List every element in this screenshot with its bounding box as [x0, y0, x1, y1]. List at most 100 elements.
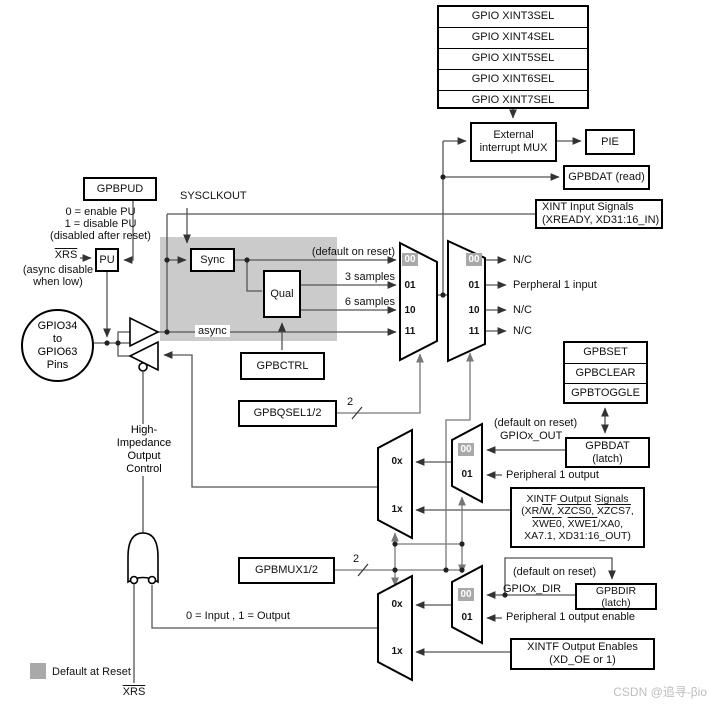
xintf-output-signals-line2: (XR/W, XZCS0, XZCS7, [521, 505, 634, 517]
qualmux-ch-01: 01 [404, 280, 416, 291]
input-select-demux [447, 239, 486, 363]
async-disable-note-1: (async disable [22, 264, 94, 276]
demux-out-peripheral1-input: Perpheral 1 input [513, 279, 597, 291]
gpbqsel-label: GPBQSEL1/2 [253, 407, 322, 419]
outsrcmux-ch-00-default: 00 [458, 443, 474, 456]
peripheral1-output-enable-label: Peripheral 1 output enable [506, 611, 636, 623]
gpbdat-read-box: GPBDAT (read) [563, 165, 650, 190]
sync-label: Sync [200, 253, 225, 266]
pu-note-2: 1 = disable PU [64, 218, 137, 230]
pins-line1: GPIO34 [37, 319, 78, 332]
outmux-ch-1x: 1x [391, 504, 403, 515]
qualmux-ch-11: 11 [404, 326, 416, 337]
default-on-reset-dir-label: (default on reset) [513, 566, 597, 578]
gpbdat-latch-box: GPBDAT (latch) [565, 437, 650, 468]
pins-line2: to [52, 332, 63, 345]
xintf-output-signals-title: XINTF Output Signals [526, 492, 629, 505]
default-at-reset-swatch [30, 663, 46, 679]
dirsrcmux-ch-00-default: 00 [458, 588, 474, 601]
qualification-mux [399, 241, 438, 362]
xintsel-register-stack: GPIO XINT3SEL GPIO XINT4SEL GPIO XINT5SE… [437, 5, 589, 109]
dirsrcmux-ch-01: 01 [461, 612, 473, 623]
xintf-output-signals-line3: XWE0, XWE1/XA0, [531, 517, 624, 530]
xint-input-signals-line1: XINT Input Signals [542, 201, 634, 213]
async-disable-note-2: when low) [33, 276, 83, 288]
gpbdir-latch-box: GPBDIR (latch) [575, 583, 657, 610]
gpbdat-latch-line2: (latch) [592, 452, 623, 465]
xint-input-signals-line2: (XREADY, XD31:16_IN) [542, 214, 660, 226]
gpbdir-latch-line2: (latch) [601, 596, 631, 609]
xintf-output-signals-box: XINTF Output Signals (XR/W, XZCS0, XZCS7… [510, 487, 645, 548]
gpbmux-box: GPBMUX1/2 [238, 557, 335, 584]
xintsel-row: GPIO XINT3SEL [439, 7, 587, 28]
xintsel-row: GPIO XINT6SEL [439, 70, 587, 91]
external-interrupt-mux-box: External interrupt MUX [470, 122, 557, 162]
gpbqsel-box: GPBQSEL1/2 [238, 400, 337, 427]
gpiox-out-label: GPIOx_OUT [500, 430, 563, 442]
xint-input-signals-box: XINT Input Signals (XREADY, XD31:16_IN) [535, 199, 663, 229]
xintf-output-signals-line4: XA7.1, XD31:16_OUT) [524, 530, 631, 542]
pu-box: PU [95, 248, 119, 272]
inputdemux-ch-11: 11 [468, 326, 480, 337]
or-input-bubble-left [129, 575, 139, 585]
dir-note-label: 0 = Input , 1 = Output [186, 610, 290, 622]
dirmux-ch-1x: 1x [391, 646, 403, 657]
pu-label: PU [99, 253, 115, 266]
high-impedance-output-control-label: High- Impedance Output Control [110, 424, 178, 476]
qual-label: Qual [270, 287, 294, 300]
external-interrupt-mux-label: External interrupt MUX [479, 129, 548, 154]
peripheral1-output-label: Peripheral 1 output [506, 469, 599, 481]
output-mux [377, 428, 413, 540]
xintf-output-enables-line2: (XD_OE or 1) [549, 654, 616, 666]
inputdemux-ch-01: 01 [468, 280, 480, 291]
or-input-bubble-right [147, 575, 157, 585]
gpbset-row: GPBSET [565, 343, 646, 364]
default-on-reset-out-label: (default on reset) [494, 417, 578, 429]
inputdemux-ch-10: 10 [468, 305, 480, 316]
gpbctrl-box: GPBCTRL [240, 352, 325, 380]
gpbdat-latch-line1: GPBDAT [585, 439, 630, 452]
dirmux-ch-0x: 0x [391, 599, 403, 610]
pie-label: PIE [601, 135, 619, 148]
gpbpud-label: GPBPUD [96, 182, 144, 195]
demux-out-nc-2: N/C [513, 304, 532, 316]
driver-enable-bubble [138, 362, 148, 372]
samples6-label: 6 samples [344, 296, 395, 308]
gpbdat-read-label: GPBDAT (read) [568, 171, 645, 183]
xintsel-row: GPIO XINT5SEL [439, 49, 587, 70]
pins-line3: GPIO63 [37, 345, 78, 358]
input-buffer [129, 316, 160, 348]
hiz-line2: Impedance [116, 437, 172, 449]
watermark-text: CSDN @追寻-βio [613, 685, 707, 699]
outsrcmux-ch-01: 01 [461, 469, 473, 480]
sysclkout-label: SYSCLKOUT [180, 190, 247, 202]
qual-box: Qual [263, 270, 301, 318]
xintf-output-enables-box: XINTF Output Enables (XD_OE or 1) [510, 638, 655, 670]
hiz-line3: Output [127, 450, 161, 462]
gpbctrl-label: GPBCTRL [256, 359, 309, 372]
pu-note-1: 0 = enable PU [65, 206, 136, 218]
gpbclear-row: GPBCLEAR [565, 364, 646, 385]
samples3-label: 3 samples [344, 271, 395, 283]
outmux-ch-0x: 0x [391, 456, 403, 467]
demux-out-nc-3: N/C [513, 325, 532, 337]
default-on-reset-qual-label: (default on reset) [311, 246, 395, 258]
gpbdir-latch-line1: GPBDIR [595, 584, 637, 597]
hiz-line4: Control [126, 463, 162, 475]
gpiox-dir-label: GPIOx_DIR [503, 583, 562, 595]
mux-bus-width-label: 2 [353, 553, 360, 565]
gpbpud-box: GPBPUD [83, 177, 157, 201]
gpbtoggle-row: GPBTOGGLE [571, 387, 640, 400]
legend-label: Default at Reset [52, 666, 131, 678]
qualmux-ch-10: 10 [404, 305, 416, 316]
or-gate [127, 532, 159, 584]
xrs-label-bottom: XRS [122, 686, 146, 698]
pie-box: PIE [585, 129, 635, 155]
demux-out-nc-1: N/C [513, 254, 532, 266]
gpb-setclrtog-stack: GPBSET GPBCLEAR GPBTOGGLE [563, 341, 648, 404]
async-label: async [195, 325, 230, 337]
xrs-label-top: XRS [54, 249, 78, 261]
qualmux-ch-00-default: 00 [402, 253, 418, 266]
output-source-mux [451, 422, 483, 504]
